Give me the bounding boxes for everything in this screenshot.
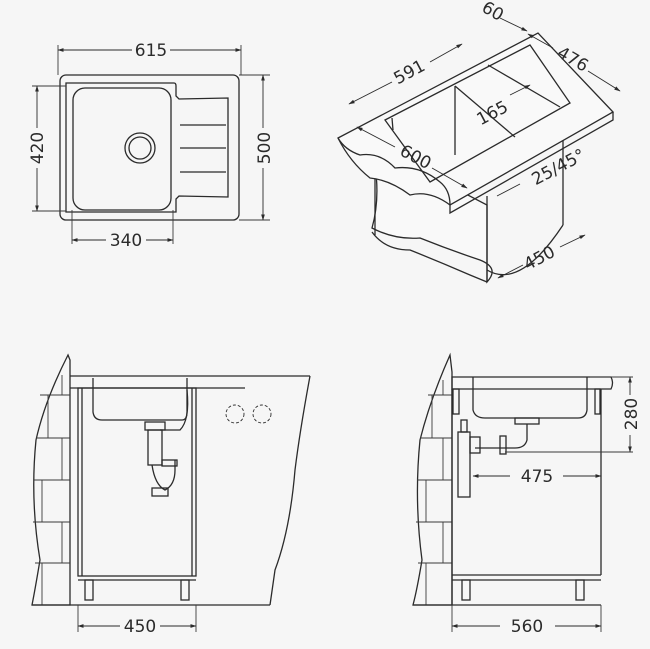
front-view: 450 [31, 353, 311, 637]
dim-340: 340 [110, 231, 142, 251]
side-view: 280 475 560 [412, 352, 642, 637]
dim-615: 615 [135, 41, 167, 61]
dim-450-iso: 450 [521, 242, 559, 275]
top-view: 615 500 420 340 [28, 41, 275, 251]
isometric-view: 60 476 591 165 600 25/45° 450 [337, 0, 621, 284]
dim-280: 280 [622, 398, 642, 430]
dim-560: 560 [511, 617, 543, 637]
dim-420: 420 [28, 132, 48, 164]
dim-60: 60 [478, 0, 507, 26]
dim-500: 500 [255, 132, 275, 164]
dim-591: 591 [391, 56, 429, 89]
dim-450-front: 450 [124, 617, 156, 637]
dim-475: 475 [521, 467, 553, 487]
